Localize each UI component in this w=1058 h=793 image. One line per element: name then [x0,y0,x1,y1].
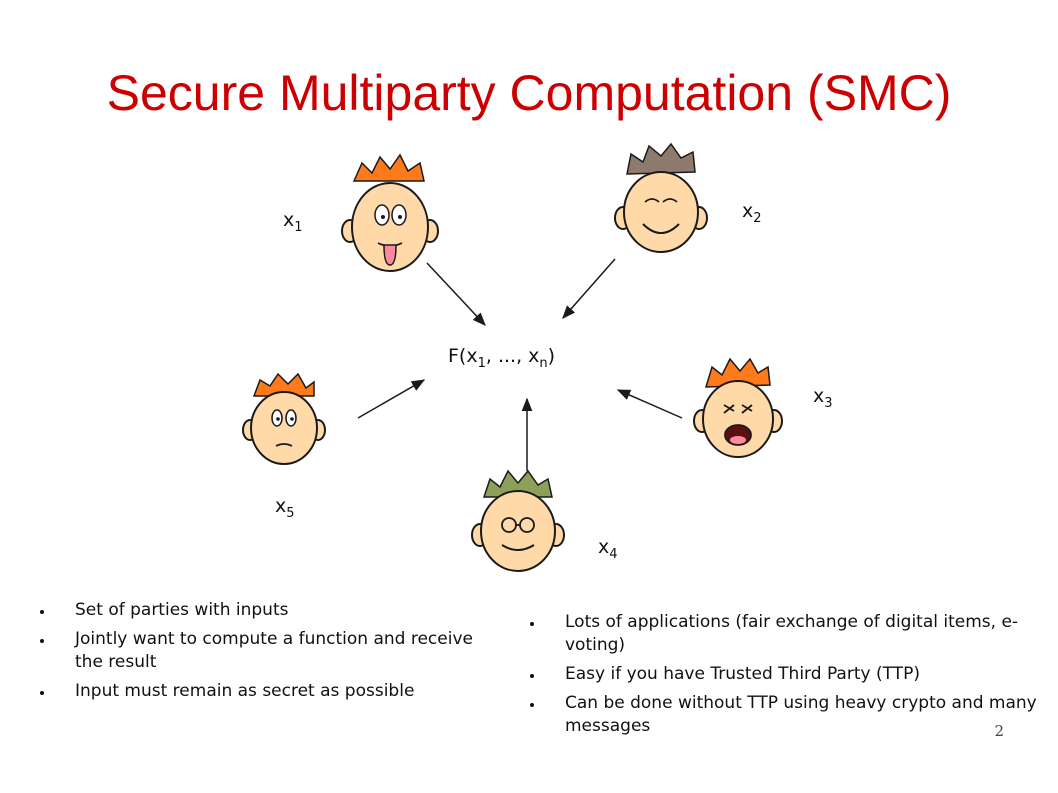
bullets-left: Set of parties with inputs Jointly want … [35,599,505,709]
arrow-p2-to-function [562,258,616,320]
party-face-4 [471,469,565,572]
bullet-item: Set of parties with inputs [35,599,505,622]
bullet-item: Jointly want to compute a function and r… [35,628,505,674]
party-label-x1: x1 [283,209,303,235]
arrow-p5-to-function [357,379,426,419]
bullets-right: Lots of applications (fair exchange of d… [525,611,1040,744]
party-face-1 [341,153,439,272]
bullet-item: Easy if you have Trusted Third Party (TT… [525,663,1040,686]
party-label-x2: x2 [742,200,762,226]
page-number: 2 [994,722,1004,740]
party-face-2 [614,142,708,253]
function-label: F(x1, ..., xn) [448,345,555,371]
bullet-item: Can be done without TTP using heavy cryp… [525,692,1040,738]
slide-title: Secure Multiparty Computation (SMC) [106,65,952,121]
party-face-3 [693,357,783,458]
party-face-5 [242,372,326,465]
party-label-x5: x5 [275,495,295,521]
arrow-p1-to-function [426,262,486,326]
bullet-item: Lots of applications (fair exchange of d… [525,611,1040,657]
party-label-x4: x4 [598,536,618,562]
arrow-p3-to-function [616,389,683,419]
bullet-item: Input must remain as secret as possible [35,680,505,703]
party-label-x3: x3 [813,385,833,411]
